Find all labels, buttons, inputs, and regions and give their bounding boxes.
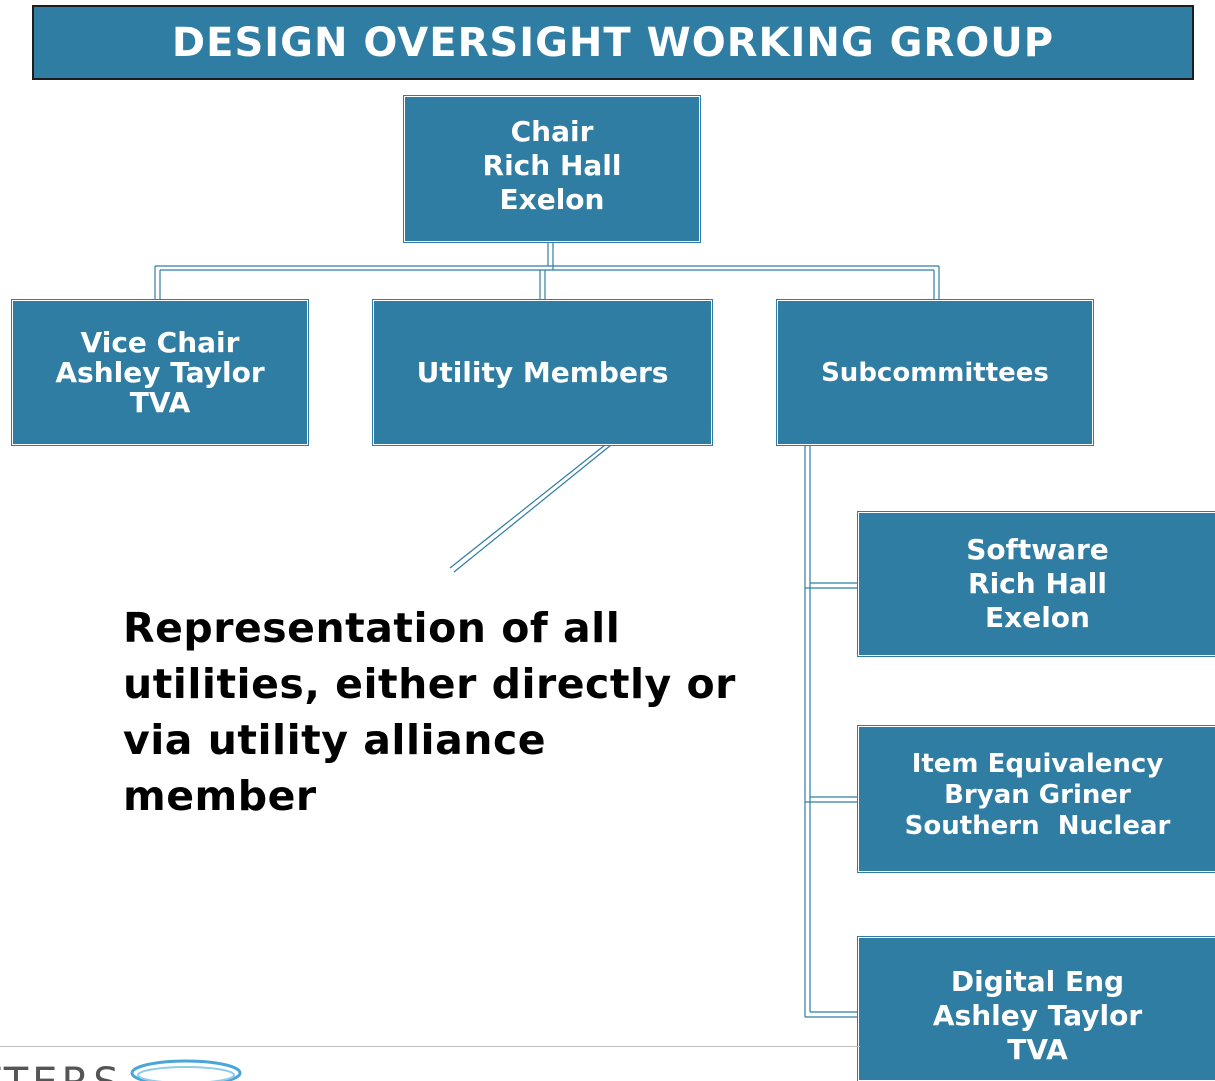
logo-text: TTERS xyxy=(0,1060,123,1081)
subcommittee-lead: Bryan Griner xyxy=(944,780,1131,810)
title-line-1: DESIGN OVERSIGHT WORKING GROUP xyxy=(171,20,1055,66)
callout-line: Representation of all xyxy=(123,604,621,652)
footer-divider xyxy=(0,1046,860,1047)
callout-line: member xyxy=(123,772,317,820)
utility-members-callout: Representation of all utilities, either … xyxy=(123,600,763,824)
subcommittee-lead: Rich Hall xyxy=(968,567,1107,600)
callout-line: utilities, either directly or xyxy=(123,660,736,708)
subcommittee-company: Exelon xyxy=(985,601,1090,634)
subcommittee-lead: Ashley Taylor xyxy=(932,999,1143,1032)
subcommittee-role: Digital Eng xyxy=(950,965,1125,998)
vice-chair-box: Vice Chair Ashley Taylor TVA xyxy=(11,299,309,446)
vice-chair-company: TVA xyxy=(129,385,191,419)
subcommittee-item-equivalency-box: Item Equivalency Bryan Griner Southern N… xyxy=(857,725,1215,873)
logo-swoosh-icon xyxy=(130,1059,242,1081)
subcommittees-box: Subcommittees xyxy=(776,299,1094,446)
subcommittee-company: TVA xyxy=(1007,1033,1068,1066)
vice-chair-role: Vice Chair xyxy=(80,325,240,359)
utility-members-box: Utility Members xyxy=(372,299,713,446)
subcommittees-label: Subcommittees xyxy=(821,357,1049,388)
chair-role: Chair xyxy=(510,115,594,148)
utility-members-label: Utility Members xyxy=(416,356,669,389)
vice-chair-name: Ashley Taylor xyxy=(55,355,265,389)
subcommittee-role: Item Equivalency xyxy=(911,749,1164,779)
subcommittee-digital-eng-box: Digital Eng Ashley Taylor TVA xyxy=(857,936,1215,1081)
chair-box: Chair Rich Hall Exelon xyxy=(403,95,701,243)
subcommittee-role: Software xyxy=(966,533,1109,566)
chair-company: Exelon xyxy=(499,183,605,216)
footer-logo: TTERS xyxy=(0,1056,250,1081)
chair-name: Rich Hall xyxy=(482,149,622,182)
subcommittee-company: Southern Nuclear xyxy=(904,811,1171,841)
callout-line: via utility alliance xyxy=(123,716,547,764)
subcommittee-software-box: Software Rich Hall Exelon xyxy=(857,511,1215,657)
